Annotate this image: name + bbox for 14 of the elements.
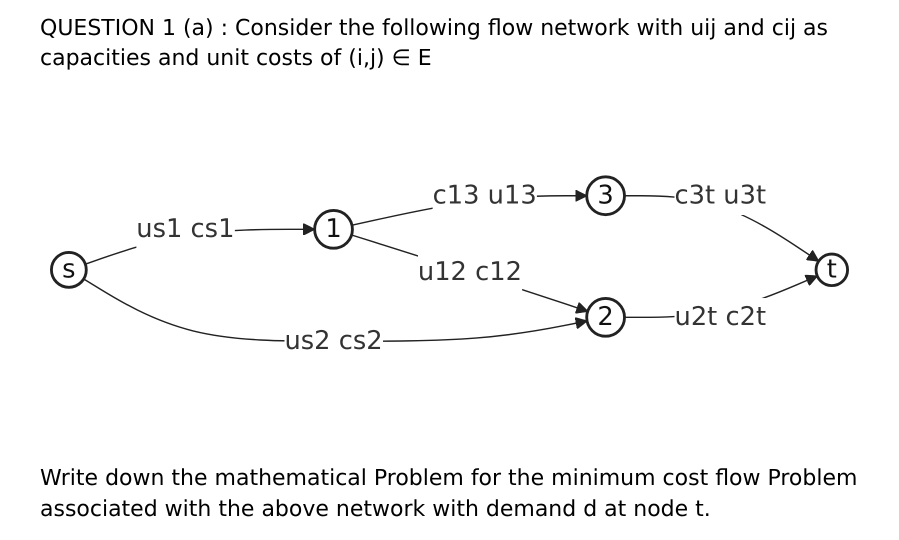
edge-label: us2 cs2 [284,326,383,357]
node-circle: t [814,253,849,288]
question-text: Write down the mathematical Problem for the minimum cost flow Problem associated with the above network with demand d at node t. [40,465,858,524]
node-circle: 1 [313,209,354,250]
edge-label: u2t c2t [674,302,766,333]
node-circle: 2 [585,297,626,338]
node-circle: 3 [585,176,626,216]
edge-label: us1 cs1 [136,214,234,245]
node-circle: s [50,251,88,290]
question-title: QUESTION 1 (a) : Consider the following flow network with uij and cij as capacities and unit costs of (i,j) ∈ E [40,15,829,73]
arrow [351,234,588,314]
edge-label: c3t u3t [674,181,766,212]
edge-label: u12 c12 [418,258,522,288]
edge-label: c13 u13 [432,181,537,212]
